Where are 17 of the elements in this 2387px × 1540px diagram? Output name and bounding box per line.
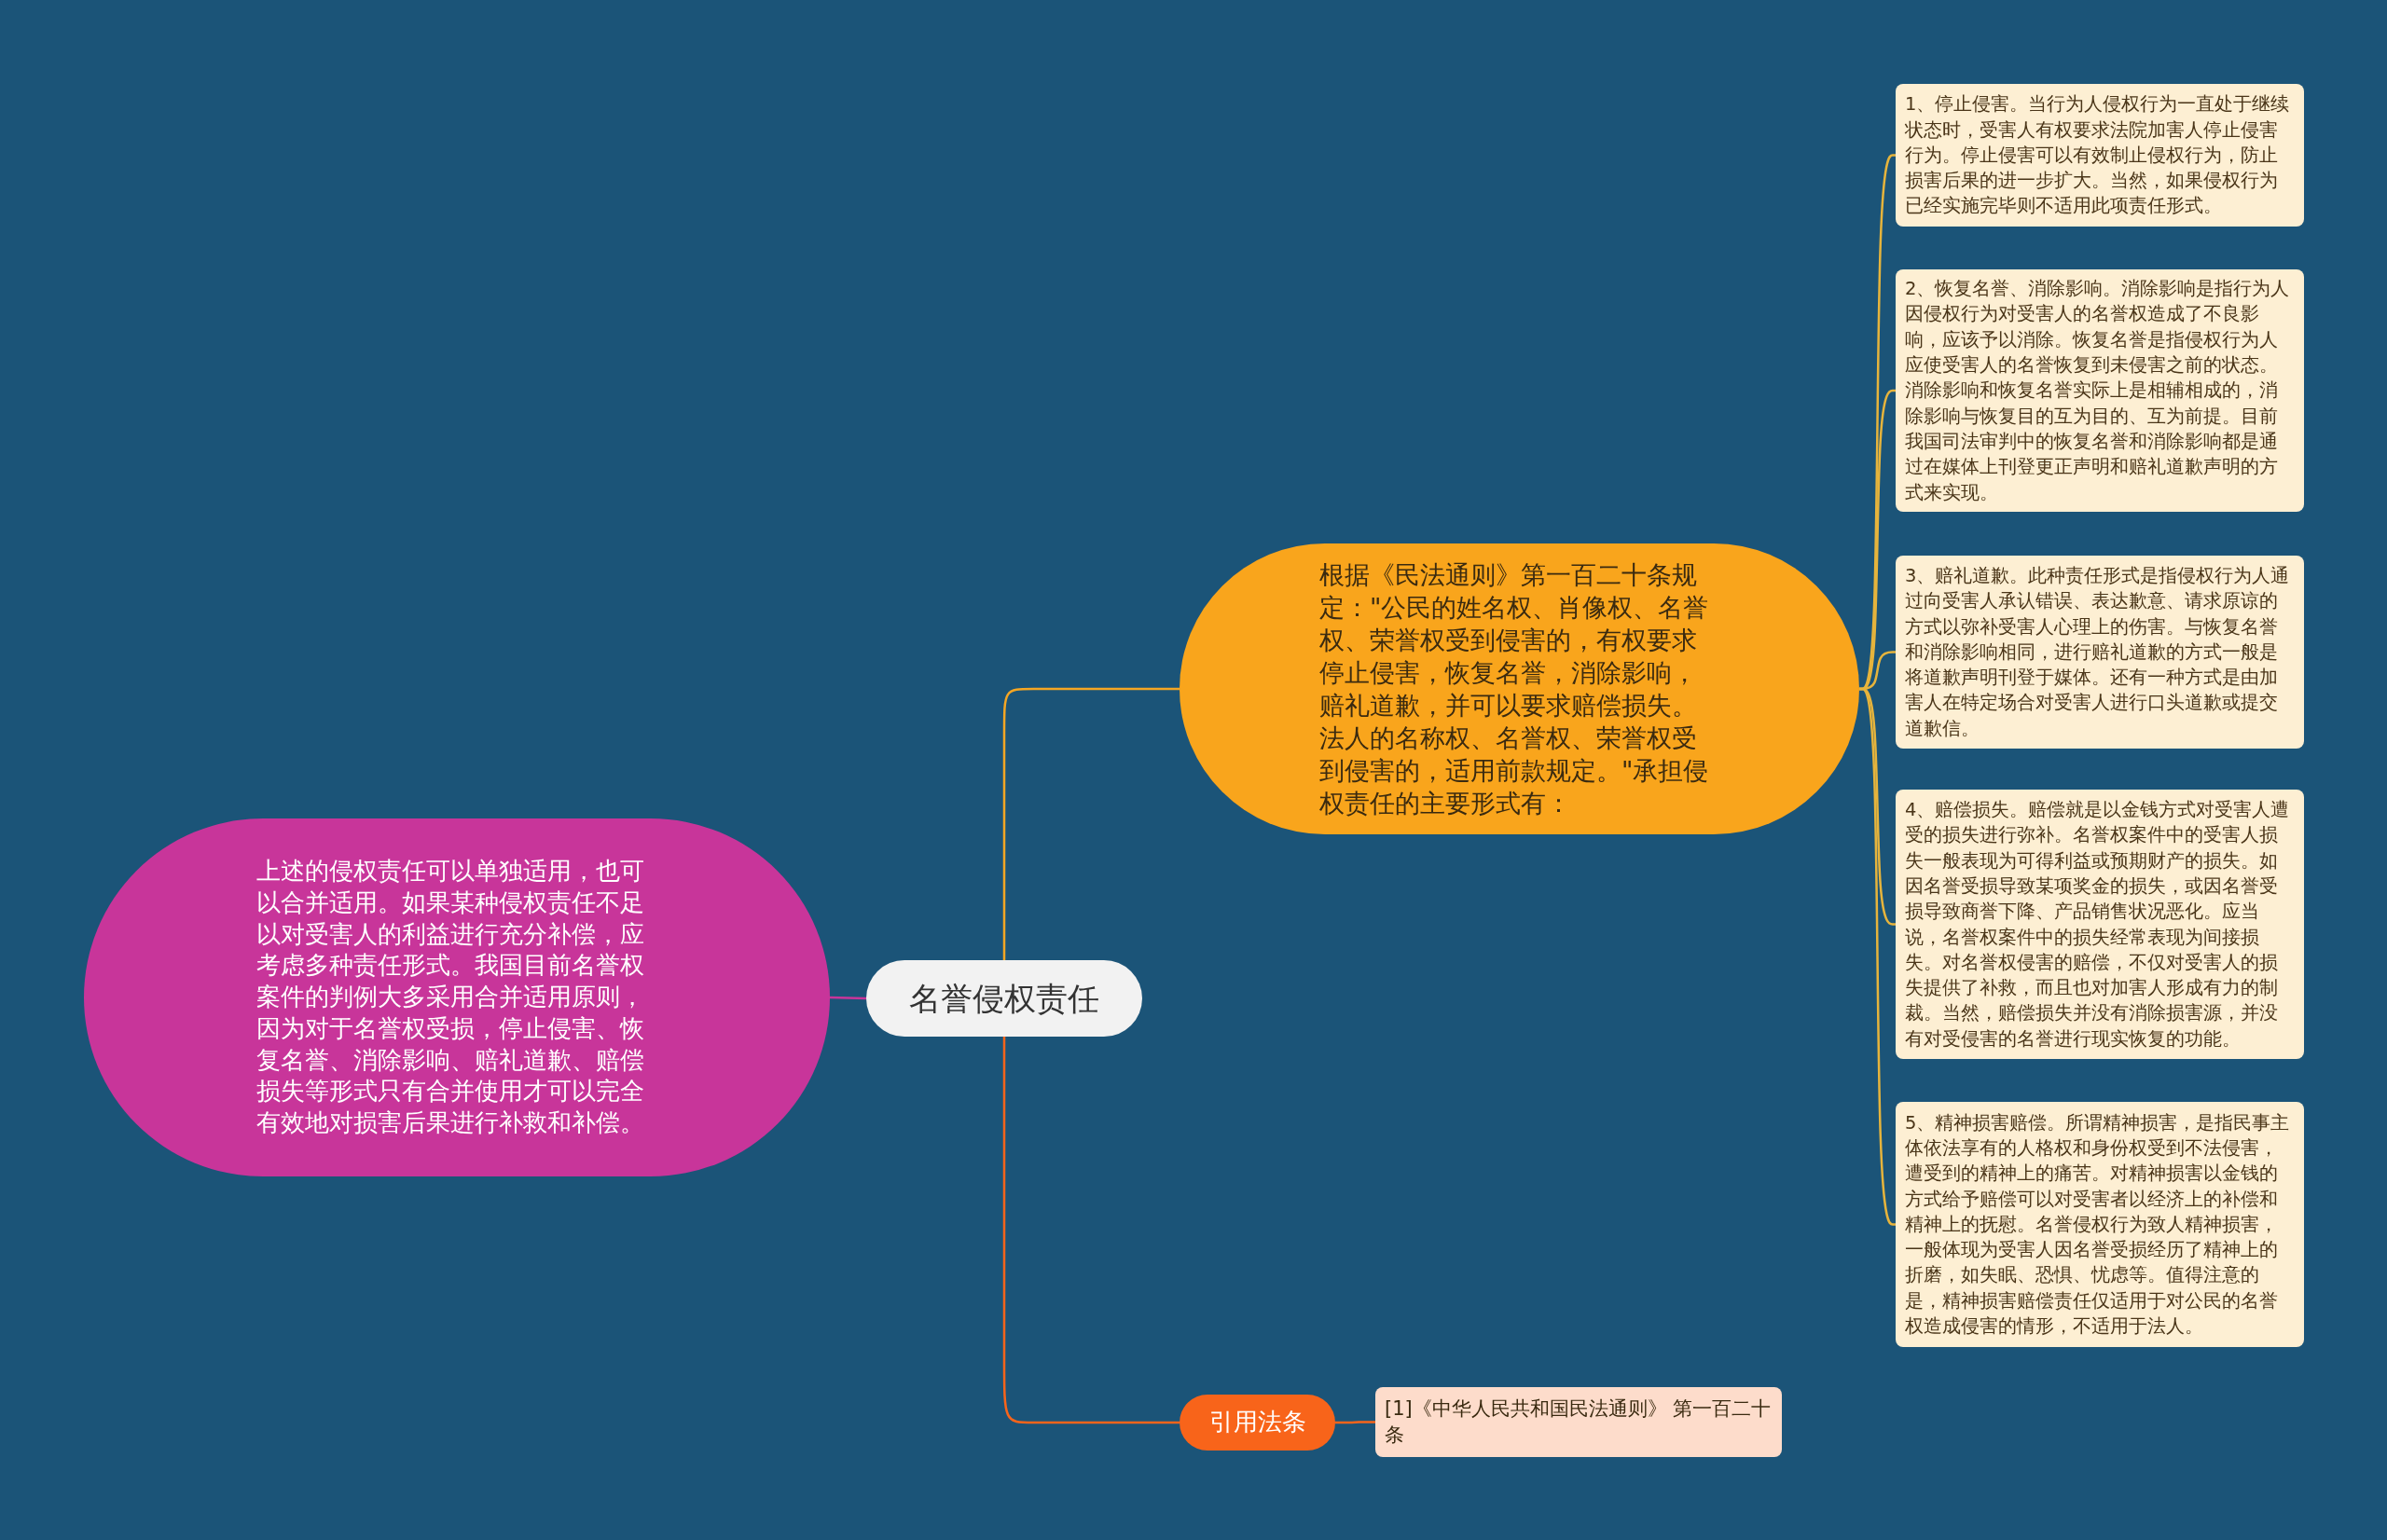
note-text: 4、赔偿损失。赔偿就是以金钱方式对受害人遭受的损失进行弥补。名誉权案件中的受害人损失一般表现为可得利益或预期财产的损失。如因名誉受损导致某项奖金的损失，或因名誉受损导致商誉下降、产品销售状况恶化。应当说，名誉权案件中的损失经常表现为间接损失。对名誉权侵害的赔偿，不仅对受害人的损失提供了补救，而且也对加害人形成有力的制裁。当然，赔偿损失并没有消除损害源，并没有对受侵害的名誉进行现实恢复的功能。 bbox=[1905, 798, 2291, 1052]
connector-line bbox=[1002, 1037, 1180, 1424]
topic-title: 引用法条 bbox=[1208, 1407, 1306, 1438]
note-text: 1、停止侵害。当行为人侵权行为一直处于继续状态时，受害人有权要求法院加害人停止侵害行为。停止侵害可以有效制止侵权行为，防止损害后果的进一步扩大。当然，如果侵权行为已经实施完毕则不适用此项责任形式。 bbox=[1905, 92, 2291, 219]
connector-line bbox=[1002, 687, 1180, 960]
connector-line bbox=[1335, 1421, 1375, 1424]
connector-line bbox=[1858, 687, 1897, 1226]
note-card bbox=[1896, 84, 2304, 227]
note-text: 3、赔礼道歉。此种责任形式是指侵权行为人通过向受害人承认错误、表达歉意、请求原谅的方式以弥补受害人心理上的伤害。与恢复名誉和消除影响相同，进行赔礼道歉的方式一般是将道歉声明刊登于媒体。还有一种方式是由加害人在特定场合对受害人进行口头道歉或提交道歉信。 bbox=[1905, 563, 2291, 741]
reference-text: [1]《中华人民共和国民法通则》 第一百二十条 bbox=[1385, 1396, 1773, 1448]
reference-card bbox=[1375, 1387, 1782, 1457]
connector-line bbox=[829, 996, 867, 1000]
note-text: 5、精神损害赔偿。所谓精神损害，是指民事主体依法享有的人格权和身份权受到不法侵害，遭受到的精神上的痛苦。对精神损害以金钱的方式给予赔偿可以对受害者以经济上的补偿和精神上的抚慰。名誉侵权行为致人精神损害，一般体现为受害人因名誉受损经历了精神上的折磨，如失眠、恐惧、忧虑等。值得注意的是，精神损害赔偿责任仅适用于对公民的名誉权造成侵害的情形，不适用于法人。 bbox=[1905, 1110, 2291, 1340]
topic-text: 上述的侵权责任可以单独适用，也可以合并适用。如果某种侵权责任不足以对受害人的利益进行充分补偿，应考虑多种责任形式。我国目前名誉权案件的判例大多采用合并适用原则，因为对于名誉权受损，停止侵害、恢复名誉、消除影响、赔礼道歉、赔偿损失等形式只有合并使用才可以完全有效地对损害后果进行补救和补偿。 bbox=[256, 855, 645, 1139]
topic-title: 名誉侵权责任 bbox=[909, 978, 1099, 1019]
note-text: 2、恢复名誉、消除影响。消除影响是指行为人因侵权行为对受害人的名誉权造成了不良影响，应该予以消除。恢复名誉是指侵权行为人应使受害人的名誉恢复到未侵害之前的状态。消除影响和恢复名誉实际上是相辅相成的，消除影响与恢复目的互为目的、互为前提。目前我国司法审判中的恢复名誉和消除影响都是通过在媒体上刊登更正声明和赔礼道歉声明的方式来实现。 bbox=[1905, 277, 2291, 505]
topic-text: 根据《民法通则》第一百二十条规定："公民的姓名权、肖像权、名誉权、荣誉权受到侵害的，有权要求停止侵害，恢复名誉，消除影响，赔礼道歉，并可以要求赔偿损失。法人的名称权、名誉权、荣誉权受到侵害的，适用前款规定。"承担侵权责任的主要形式有： bbox=[1319, 558, 1710, 820]
